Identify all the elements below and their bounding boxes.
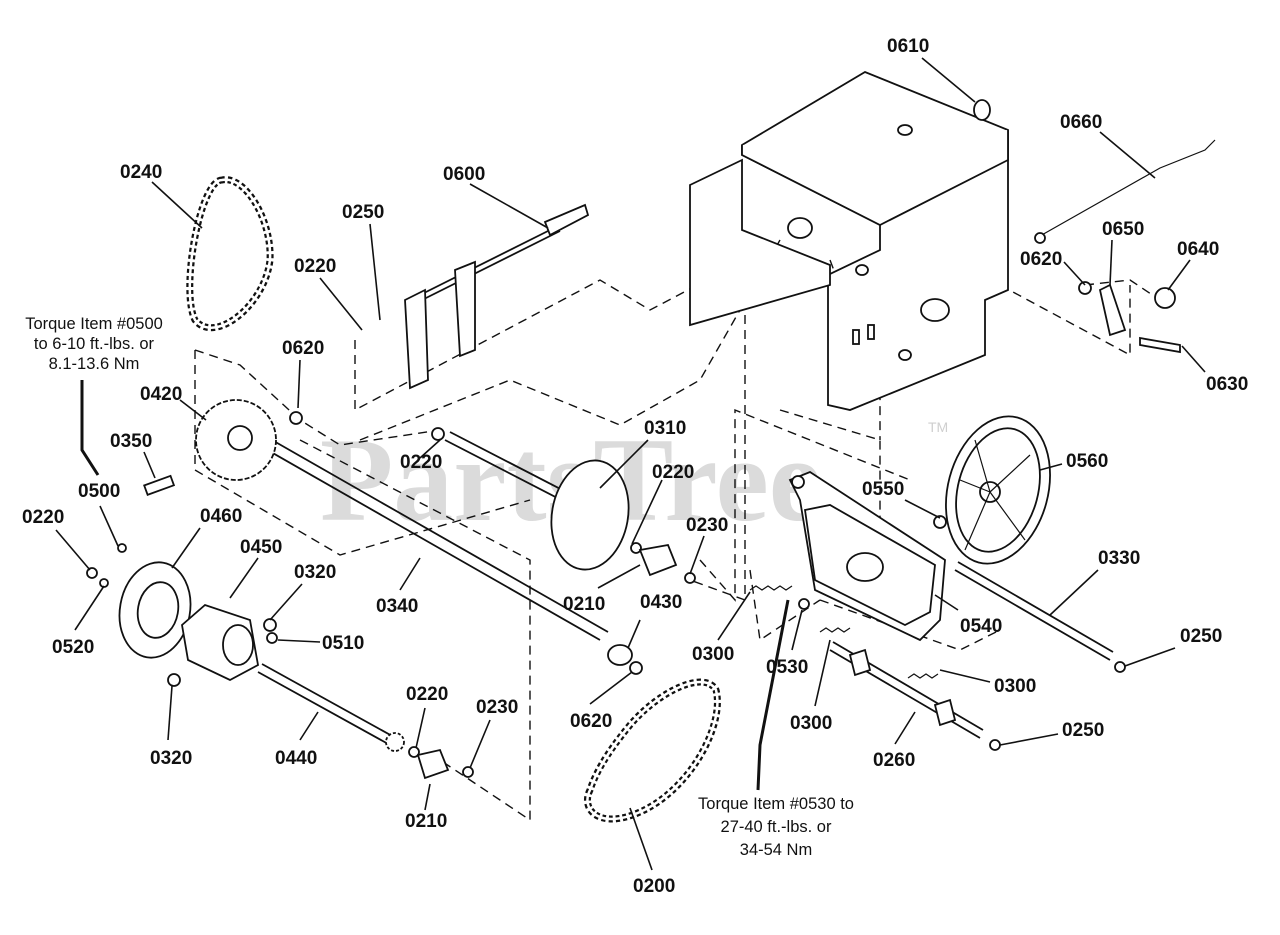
label-0220-e[interactable]: 0220 (406, 684, 448, 705)
label-0210[interactable]: 0210 (563, 594, 605, 615)
label-0460[interactable]: 0460 (200, 506, 242, 527)
label-0310[interactable]: 0310 (644, 418, 686, 439)
part-labels: 0610 0660 0240 0600 0250 0220 0650 0640 … (22, 36, 1248, 897)
friction-shaft-assembly (431, 427, 696, 584)
torque-note-0530: Torque Item #0530 to 27-40 ft.-lbs. or 3… (698, 795, 854, 859)
shift-shaft-assembly (404, 203, 590, 390)
label-0300[interactable]: 0300 (692, 644, 734, 665)
label-0250[interactable]: 0250 (342, 202, 384, 223)
label-0530[interactable]: 0530 (766, 657, 808, 678)
label-0230[interactable]: 0230 (686, 515, 728, 536)
label-0660[interactable]: 0660 (1060, 112, 1102, 133)
label-0330[interactable]: 0330 (1098, 548, 1140, 569)
label-0200[interactable]: 0200 (633, 876, 675, 897)
torque-0530-line-2: 27-40 ft.-lbs. or (721, 818, 832, 836)
cable-bracket-assembly (973, 99, 1216, 354)
torque-0500-line-3: 8.1-13.6 Nm (49, 355, 140, 373)
torque-note-0500: Torque Item #0500 to 6-10 ft.-lbs. or 8.… (25, 315, 163, 373)
label-0250-c[interactable]: 0250 (1062, 720, 1104, 741)
friction-plate-bracket (788, 470, 946, 642)
lower-drive-shaft (257, 663, 474, 780)
label-0510[interactable]: 0510 (322, 633, 364, 654)
label-0440[interactable]: 0440 (275, 748, 317, 769)
bearing-housing (167, 603, 278, 687)
label-0300-b[interactable]: 0300 (994, 676, 1036, 697)
torque-0530-line-3: 34-54 Nm (740, 841, 812, 859)
torque-0500-line-1: Torque Item #0500 (25, 315, 163, 333)
label-0500[interactable]: 0500 (78, 481, 120, 502)
torque-0530-line-1: Torque Item #0530 to (698, 795, 854, 813)
label-0430[interactable]: 0430 (640, 592, 682, 613)
label-0540[interactable]: 0540 (960, 616, 1002, 637)
label-0630[interactable]: 0630 (1206, 374, 1248, 395)
label-0340[interactable]: 0340 (376, 596, 418, 617)
label-0320-b[interactable]: 0320 (150, 748, 192, 769)
label-0220[interactable]: 0220 (294, 256, 336, 277)
label-0240[interactable]: 0240 (120, 162, 162, 183)
label-0520[interactable]: 0520 (52, 637, 94, 658)
torque-0500-leader (80, 380, 100, 476)
torque-0530-leader (756, 599, 790, 791)
drive-pulley (86, 543, 192, 659)
label-0550[interactable]: 0550 (862, 479, 904, 500)
label-0250-b[interactable]: 0250 (1180, 626, 1222, 647)
label-0420[interactable]: 0420 (140, 384, 182, 405)
label-leaders (55, 57, 1206, 871)
drive-sprocket (143, 399, 303, 496)
label-0260[interactable]: 0260 (873, 750, 915, 771)
label-0220-b[interactable]: 0220 (400, 452, 442, 473)
label-0560[interactable]: 0560 (1066, 451, 1108, 472)
hex-shaft (954, 561, 1126, 673)
label-0610[interactable]: 0610 (887, 36, 929, 57)
label-0600[interactable]: 0600 (443, 164, 485, 185)
axle-shaft (249, 431, 643, 675)
label-0620-c[interactable]: 0620 (570, 711, 612, 732)
frame-housing (689, 70, 1009, 411)
torque-0500-line-2: to 6-10 ft.-lbs. or (34, 335, 155, 353)
watermark-trademark: TM (928, 419, 948, 435)
label-0350[interactable]: 0350 (110, 431, 152, 452)
label-0620-b[interactable]: 0620 (282, 338, 324, 359)
label-0650[interactable]: 0650 (1102, 219, 1144, 240)
label-0230-b[interactable]: 0230 (476, 697, 518, 718)
friction-wheel (933, 415, 1051, 565)
label-0220-c[interactable]: 0220 (652, 462, 694, 483)
label-0210-b[interactable]: 0210 (405, 811, 447, 832)
shift-rod-assembly (749, 585, 1001, 751)
label-0320[interactable]: 0320 (294, 562, 336, 583)
label-0220-d[interactable]: 0220 (22, 507, 64, 528)
label-0640[interactable]: 0640 (1177, 239, 1219, 260)
label-0620[interactable]: 0620 (1020, 249, 1062, 270)
label-0300-c[interactable]: 0300 (790, 713, 832, 734)
drive-chains (186, 176, 721, 823)
label-0450[interactable]: 0450 (240, 537, 282, 558)
